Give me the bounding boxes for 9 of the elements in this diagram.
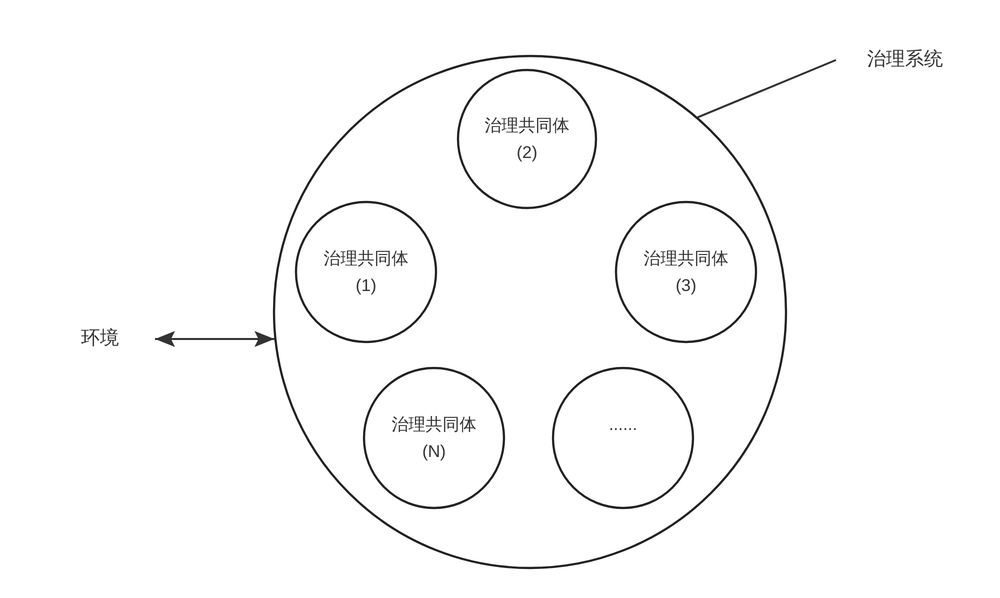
double-arrow [155, 331, 274, 347]
circle-label: 治理共同体 (2) [484, 115, 570, 164]
circle-label: 治理共同体 (3) [642, 248, 730, 297]
text-label: 环境 [80, 327, 120, 351]
text-label: 治理系统 [866, 48, 944, 72]
circle-label: 治理共同体 (N) [390, 414, 478, 463]
circle-label: 治理共同体 (1) [322, 248, 410, 297]
leader-line [697, 59, 836, 118]
circle-label: ...... [608, 414, 638, 436]
